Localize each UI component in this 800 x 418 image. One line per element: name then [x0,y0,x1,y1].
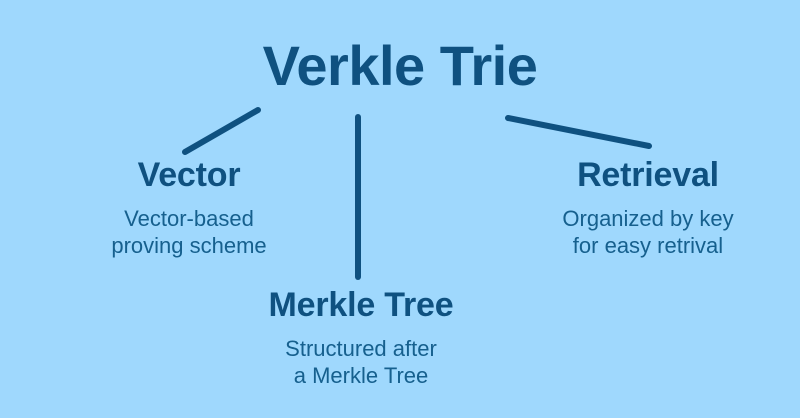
branch-merkle-description-line-2: a Merkle Tree [293,362,429,388]
branch-retrieval-description: Organized by key for easy retrival [478,206,800,260]
root-node-title: Verkle Trie [262,34,538,97]
branch-vector-description-line-1: Vector-based [124,206,254,231]
root-node: Verkle Trie [0,38,800,94]
branch-retrieval-description-line-1: Organized by key [562,206,734,231]
branch-merkle-title: Merkle Tree [268,286,454,324]
connector-root-to-retrieval [505,115,652,149]
branch-merkle-description: Structured after a Merkle Tree [191,336,531,390]
branch-retrieval-title: Retrieval [577,156,719,194]
branch-retrieval-description-line-2: for easy retrival [572,232,724,258]
branch-vector-title: Vector [137,156,241,194]
branch-node-retrieval: Retrieval Organized by key for easy retr… [478,158,800,260]
branch-vector-description: Vector-based proving scheme [19,206,359,260]
connector-root-to-vector [182,107,261,155]
branch-merkle-description-line-1: Structured after [285,336,437,361]
branch-node-merkle: Merkle Tree Structured after a Merkle Tr… [191,288,531,390]
branch-vector-description-line-2: proving scheme [111,232,267,258]
branch-node-vector: Vector Vector-based proving scheme [19,158,359,260]
